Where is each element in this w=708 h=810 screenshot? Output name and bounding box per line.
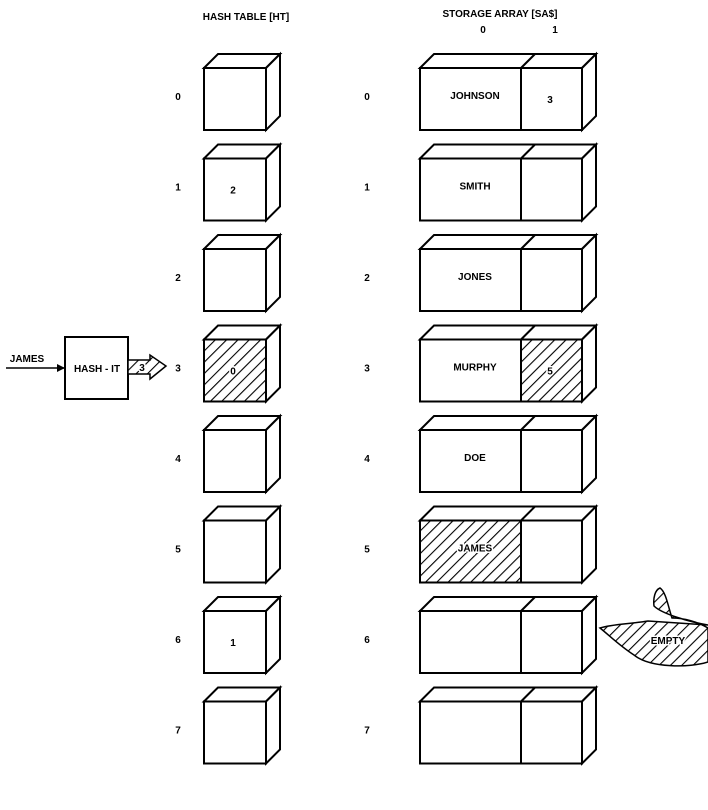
sa-record: JAMES — [417, 504, 599, 585]
ht-cell — [201, 685, 283, 766]
row-0: 0 0 JOHNSON 3 — [175, 51, 599, 133]
sa-link-field — [520, 338, 583, 403]
sa-record — [417, 594, 599, 676]
sa-name-value: DOE — [464, 453, 486, 464]
hash-function-label: HASH - IT — [74, 364, 120, 375]
ht-cell — [201, 232, 283, 314]
sa-name-field — [419, 157, 522, 222]
sa-name-field — [419, 429, 522, 493]
hash-table-header: HASH TABLE [HT] — [203, 12, 289, 23]
sa-index-label: 0 — [364, 92, 370, 103]
row-1: 1 1 2 SMITH — [175, 142, 599, 223]
row-4: 4 4 DOE — [175, 413, 599, 495]
sa-record: DOE — [417, 413, 599, 495]
sa-link-value: 5 — [547, 367, 553, 378]
sa-index-label: 1 — [364, 183, 370, 194]
sa-index-label: 6 — [364, 635, 370, 646]
sa-link-field — [520, 519, 583, 584]
ht-cell — [201, 413, 283, 495]
sa-name-field — [419, 610, 522, 674]
ht-index-label: 2 — [175, 273, 181, 284]
sa-index-label: 4 — [364, 454, 370, 465]
ht-index-label: 1 — [175, 183, 181, 194]
ht-index-label: 4 — [175, 454, 181, 465]
sa-column-label-0: 0 — [480, 25, 486, 36]
hash-function-box: HASH - IT — [64, 336, 129, 400]
ht-cell-value: 2 — [230, 186, 236, 197]
sa-link-field — [520, 429, 583, 493]
ht-index-label: 3 — [175, 364, 181, 375]
sa-name-value: SMITH — [459, 182, 490, 193]
sa-name-field — [419, 519, 522, 584]
sa-name-value: JONES — [458, 272, 492, 283]
sa-index-label: 3 — [364, 364, 370, 375]
ht-cell — [201, 51, 283, 133]
sa-record: JOHNSON 3 — [417, 51, 599, 133]
sa-link-field — [520, 700, 583, 765]
hash-output-value: 3 — [139, 363, 145, 374]
ht-cell — [201, 142, 283, 223]
empty-pointer-hand: EMPTY — [598, 587, 708, 667]
ht-cell — [201, 504, 283, 585]
sa-name-value: JOHNSON — [450, 91, 499, 102]
sa-name-field — [419, 67, 522, 131]
sa-name-field — [419, 248, 522, 312]
sa-link-value: 3 — [547, 95, 553, 106]
ht-cell-value: 1 — [230, 638, 236, 649]
ht-index-label: 5 — [175, 545, 181, 556]
sa-index-label: 2 — [364, 273, 370, 284]
sa-record: JONES — [417, 232, 599, 314]
ht-index-label: 7 — [175, 726, 181, 737]
input-key-label: JAMES — [10, 354, 45, 365]
row-5: 5 5 JAMES — [175, 504, 599, 585]
sa-record: MURPHY 5 — [417, 323, 599, 404]
storage-array-header: STORAGE ARRAY [SA$] — [442, 9, 557, 20]
sa-link-field — [520, 67, 583, 131]
row-6: 6 6 1 — [175, 594, 599, 676]
sa-link-field — [520, 610, 583, 674]
sa-record — [417, 685, 599, 766]
ht-cell — [201, 594, 283, 676]
sa-column-label-1: 1 — [552, 25, 558, 36]
sa-index-label: 5 — [364, 545, 370, 556]
ht-index-label: 6 — [175, 635, 181, 646]
sa-name-value: MURPHY — [453, 363, 497, 374]
row-3: 3 3 0 MURPHY 5 — [175, 323, 599, 404]
ht-index-label: 0 — [175, 92, 181, 103]
sa-index-label: 7 — [364, 726, 370, 737]
sa-name-value: JAMES — [458, 544, 493, 555]
sa-record: SMITH — [417, 142, 599, 223]
hash-output-arrow: 3 — [127, 353, 168, 381]
ht-cell — [201, 323, 283, 404]
row-2: 2 2 JONES — [175, 232, 599, 314]
sa-link-field — [520, 157, 583, 222]
sa-link-field — [520, 248, 583, 312]
ht-cell-value: 0 — [230, 367, 236, 378]
sa-name-field — [419, 700, 522, 765]
empty-label: EMPTY — [651, 636, 686, 647]
